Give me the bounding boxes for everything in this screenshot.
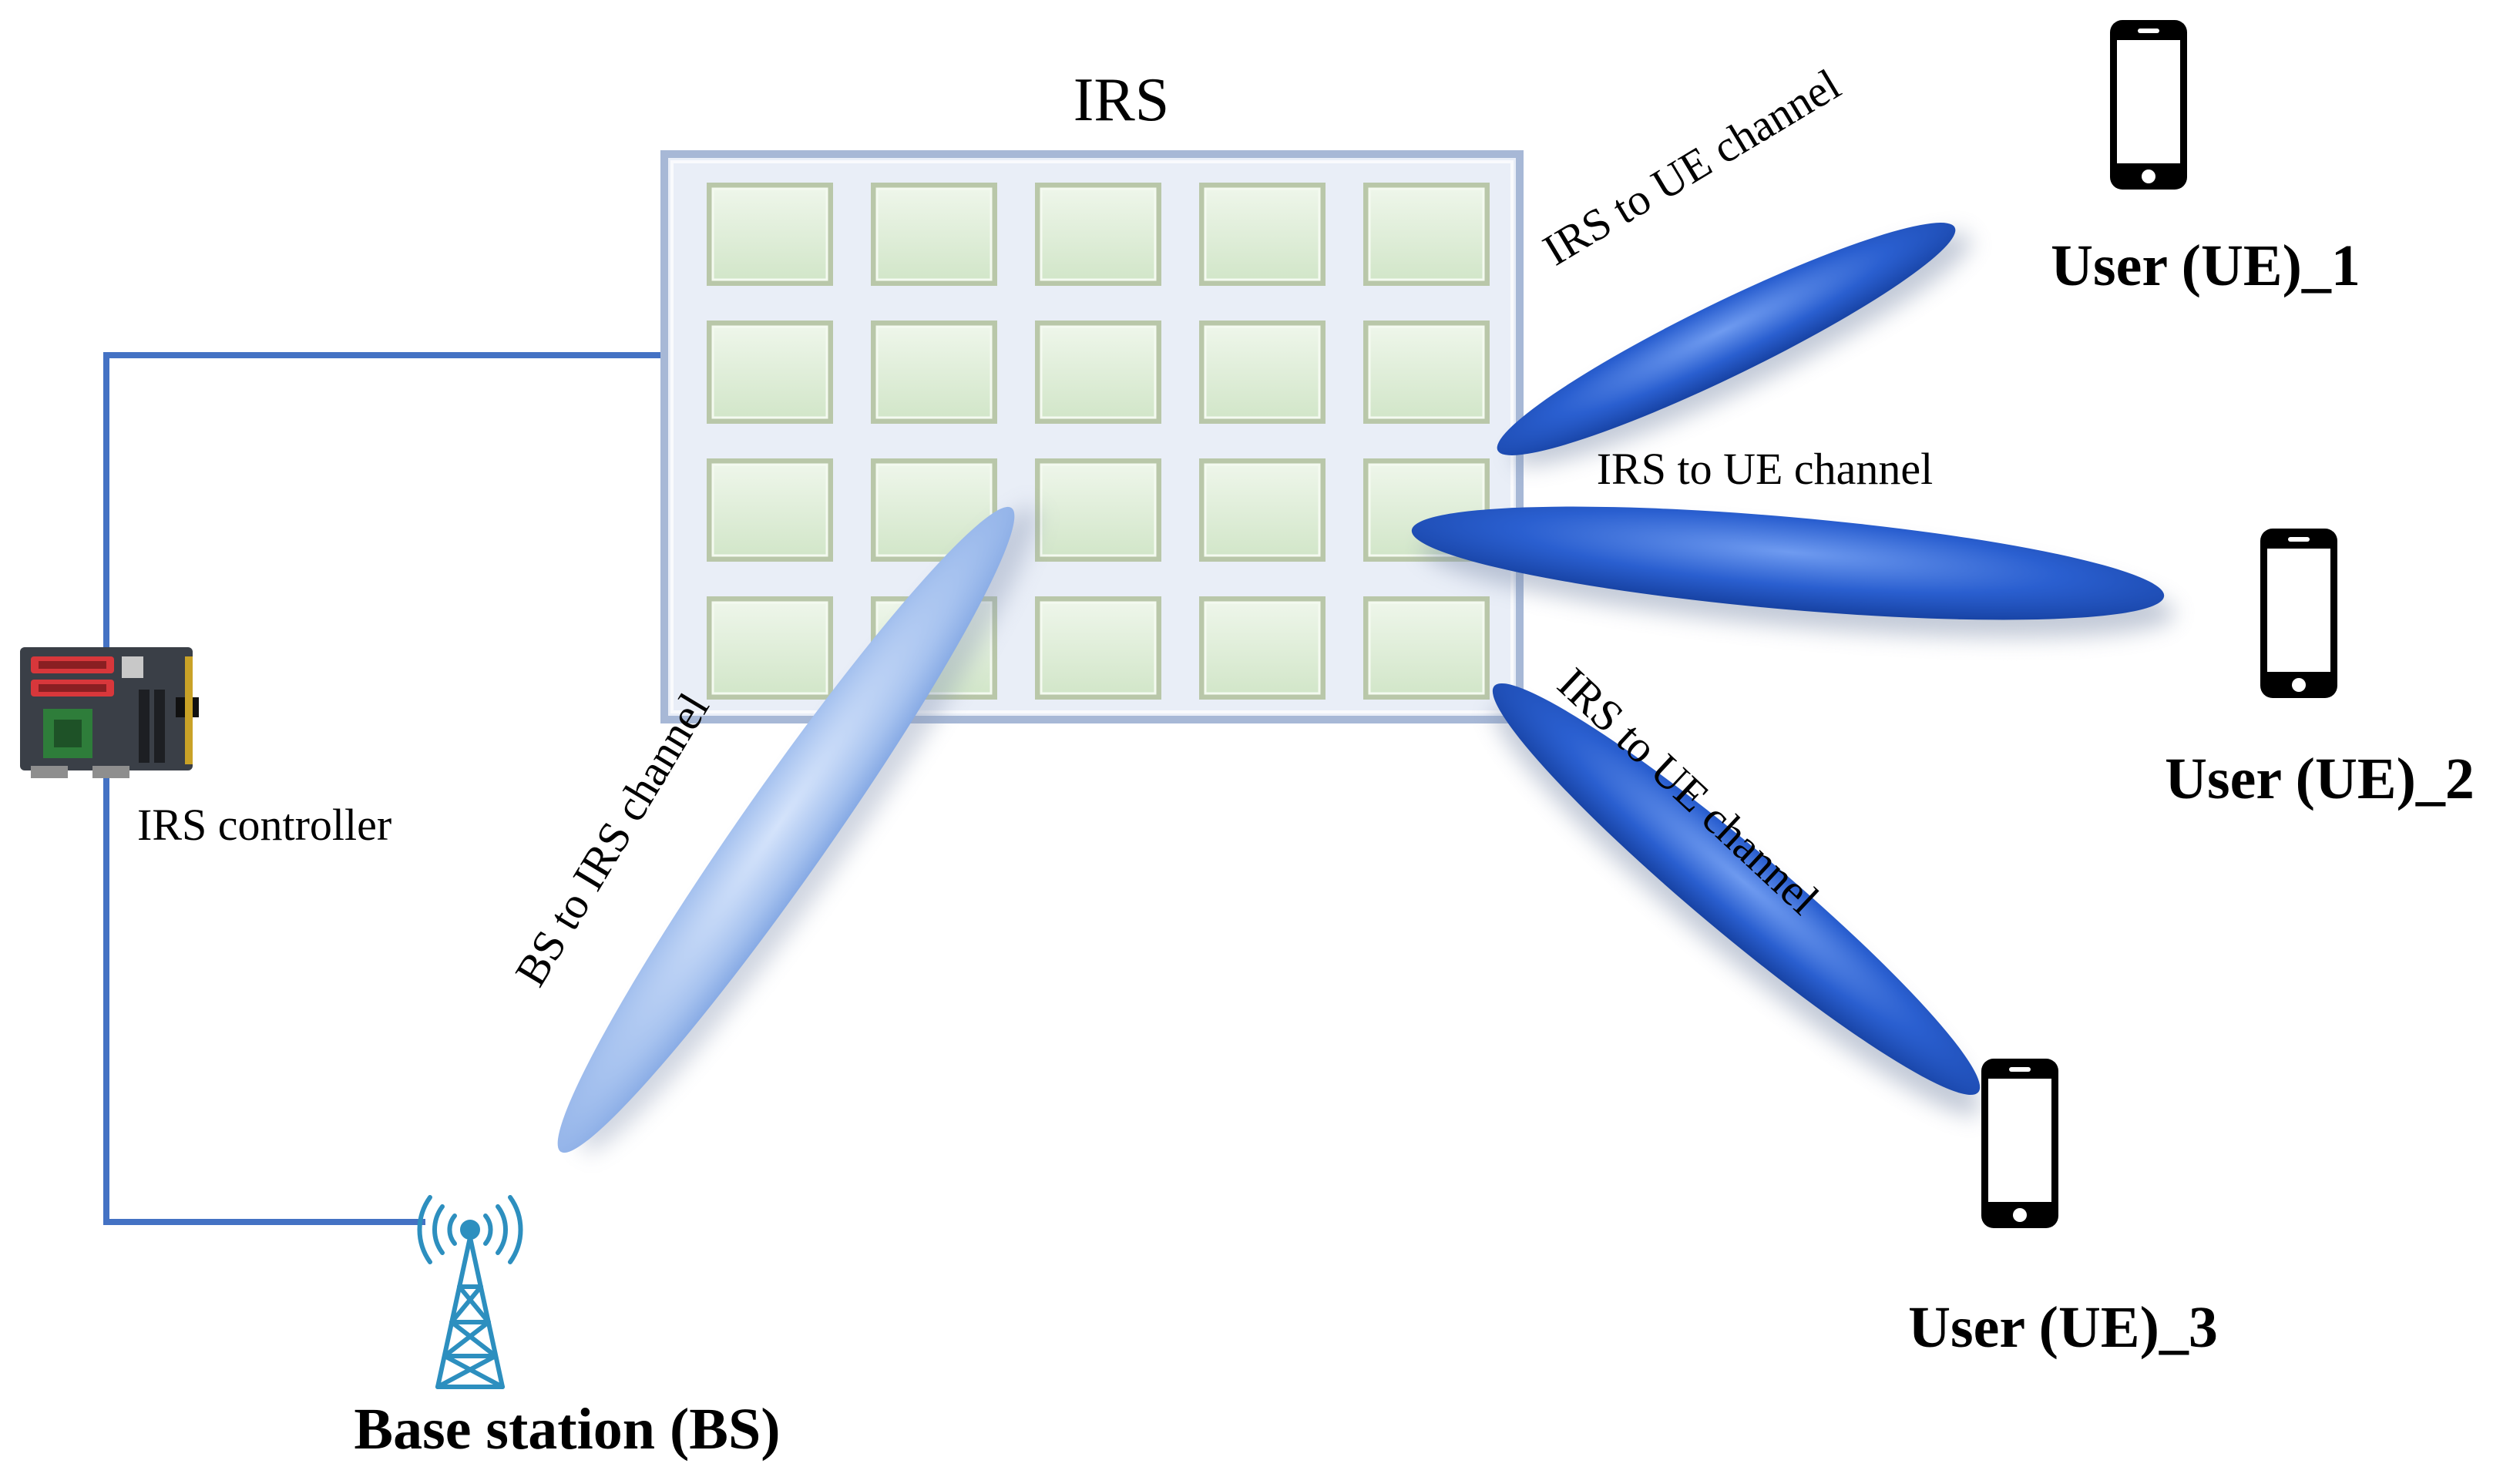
irs-element (707, 458, 833, 562)
irs-element (871, 458, 997, 562)
irs-element (1363, 596, 1490, 700)
irs-element (1199, 458, 1326, 562)
irs-element (1035, 321, 1161, 424)
control-wire (103, 352, 664, 1225)
phone-icon (2260, 529, 2337, 698)
channel-label-ue-2: IRS to UE channel (1597, 444, 1934, 494)
base-station-label: Base station (BS) (354, 1397, 780, 1462)
irs-element (1199, 321, 1326, 424)
irs-controller-label: IRS controller (137, 800, 391, 850)
irs-element (1199, 596, 1326, 700)
irs-element (1363, 321, 1490, 424)
user-1-label: User (UE)_1 (2051, 233, 2360, 298)
irs-controller-icon (20, 647, 199, 778)
irs-element-grid (707, 183, 1490, 700)
user-2-label: User (UE)_2 (2165, 747, 2475, 811)
irs-element (1363, 183, 1490, 286)
irs-element (871, 321, 997, 424)
irs-element (707, 321, 833, 424)
irs-element (1035, 458, 1161, 562)
irs-title: IRS (1074, 66, 1170, 134)
phone-icon (1981, 1059, 2058, 1228)
irs-element (1199, 183, 1326, 286)
irs-element (1035, 183, 1161, 286)
beam-irs-to-ue-3 (1492, 683, 1981, 1116)
beam-bs-to-irs (557, 505, 1038, 1153)
irs-element (1035, 596, 1161, 700)
irs-element (871, 183, 997, 286)
irs-element (707, 596, 833, 700)
channel-label-ue-1: IRS to UE channel (1534, 59, 1849, 276)
beam-irs-to-ue-1 (1497, 223, 1972, 466)
irs-panel (660, 150, 1524, 723)
irs-element (707, 183, 833, 286)
beam-irs-to-ue-2 (1411, 506, 2176, 638)
user-3-label: User (UE)_3 (1908, 1295, 2218, 1360)
base-station-tower-icon (417, 1195, 523, 1389)
phone-icon (2110, 20, 2187, 190)
